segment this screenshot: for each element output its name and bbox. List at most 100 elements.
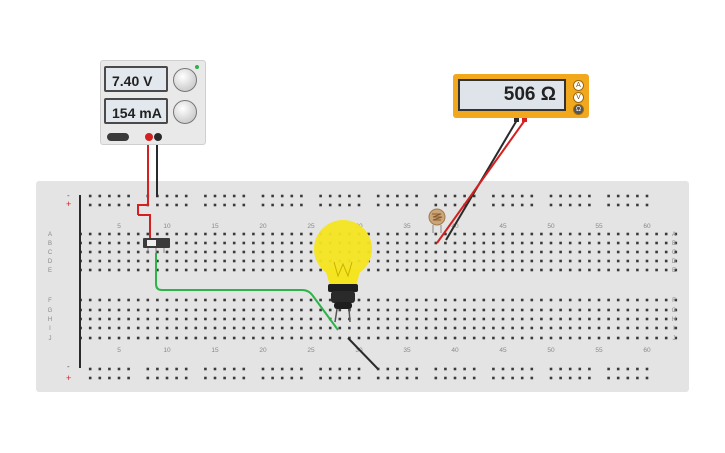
breadboard-hole[interactable] [117,241,121,245]
signal-wire[interactable] [155,253,339,331]
breadboard-hole[interactable] [127,367,130,371]
breadboard-hole[interactable] [348,376,351,380]
breadboard-hole[interactable] [568,232,572,236]
breadboard-hole[interactable] [559,367,562,371]
breadboard-hole[interactable] [511,336,514,340]
breadboard-hole[interactable] [117,367,121,371]
breadboard-hole[interactable] [98,203,102,207]
breadboard-hole[interactable] [492,268,495,272]
breadboard-hole[interactable] [309,232,313,236]
breadboard-hole[interactable] [117,250,121,254]
breadboard-hole[interactable] [136,259,140,263]
breadboard-hole[interactable] [319,336,322,340]
breadboard-hole[interactable] [463,250,466,254]
breadboard-hole[interactable] [501,203,505,207]
breadboard-hole[interactable] [578,308,582,312]
breadboard-hole[interactable] [127,326,130,330]
negative-terminal[interactable] [154,133,162,141]
breadboard-hole[interactable] [549,194,553,198]
breadboard-hole[interactable] [184,376,188,380]
breadboard-hole[interactable] [588,241,591,245]
breadboard-hole[interactable] [367,298,370,302]
breadboard-hole[interactable] [338,194,342,198]
mode-ampere-button[interactable]: A [573,80,584,91]
breadboard-hole[interactable] [290,268,294,272]
breadboard-hole[interactable] [146,317,150,321]
breadboard-hole[interactable] [261,308,265,312]
breadboard-hole[interactable] [540,308,543,312]
breadboard-hole[interactable] [204,268,207,272]
breadboard-hole[interactable] [453,376,457,380]
breadboard-hole[interactable] [98,308,102,312]
breadboard-hole[interactable] [204,203,207,207]
breadboard-hole[interactable] [108,194,111,198]
breadboard-hole[interactable] [511,317,514,321]
breadboard-hole[interactable] [242,298,246,302]
breadboard-hole[interactable] [559,194,562,198]
breadboard-hole[interactable] [482,308,486,312]
breadboard-hole[interactable] [607,268,610,272]
breadboard-hole[interactable] [520,367,524,371]
breadboard-hole[interactable] [271,203,274,207]
breadboard-hole[interactable] [472,259,476,263]
breadboard-hole[interactable] [108,336,111,340]
breadboard-hole[interactable] [242,232,246,236]
breadboard-hole[interactable] [232,232,236,236]
breadboard-hole[interactable] [300,194,303,198]
breadboard-hole[interactable] [280,259,284,263]
breadboard-hole[interactable] [280,268,284,272]
breadboard-hole[interactable] [415,241,418,245]
breadboard-hole[interactable] [88,308,92,312]
breadboard-hole[interactable] [616,298,620,302]
breadboard-hole[interactable] [616,367,620,371]
breadboard-hole[interactable] [645,194,649,198]
breadboard-hole[interactable] [568,250,572,254]
breadboard-hole[interactable] [156,259,159,263]
breadboard-hole[interactable] [501,376,505,380]
breadboard-hole[interactable] [568,268,572,272]
breadboard-hole[interactable] [520,259,524,263]
breadboard-hole[interactable] [636,376,639,380]
breadboard-hole[interactable] [540,326,543,330]
breadboard-hole[interactable] [616,268,620,272]
breadboard-hole[interactable] [232,326,236,330]
breadboard-hole[interactable] [549,298,553,302]
breadboard-hole[interactable] [271,298,274,302]
breadboard-hole[interactable] [645,308,649,312]
breadboard-hole[interactable] [444,298,447,302]
breadboard-hole[interactable] [549,203,553,207]
breadboard-hole[interactable] [290,203,294,207]
breadboard-hole[interactable] [501,250,505,254]
breadboard-hole[interactable] [108,232,111,236]
breadboard-hole[interactable] [636,336,639,340]
breadboard-hole[interactable] [184,259,188,263]
breadboard-hole[interactable] [520,326,524,330]
breadboard-hole[interactable] [501,298,505,302]
breadboard-hole[interactable] [444,250,447,254]
breadboard-hole[interactable] [405,250,409,254]
breadboard-hole[interactable] [597,298,601,302]
breadboard-hole[interactable] [501,241,505,245]
breadboard-hole[interactable] [511,250,514,254]
breadboard-hole[interactable] [530,298,534,302]
mode-volt-button[interactable]: V [573,92,584,103]
breadboard-hole[interactable] [223,203,226,207]
breadboard-hole[interactable] [376,326,380,330]
breadboard-hole[interactable] [616,250,620,254]
light-bulb[interactable] [314,220,372,323]
breadboard-hole[interactable] [213,336,217,340]
breadboard-hole[interactable] [453,194,457,198]
breadboard-hole[interactable] [136,326,140,330]
breadboard-hole[interactable] [655,298,658,302]
breadboard-hole[interactable] [146,268,150,272]
breadboard-hole[interactable] [252,259,255,263]
breadboard-hole[interactable] [626,241,630,245]
breadboard-hole[interactable] [88,317,92,321]
breadboard-hole[interactable] [549,268,553,272]
breadboard-hole[interactable] [252,317,255,321]
breadboard-hole[interactable] [98,298,102,302]
breadboard-hole[interactable] [242,308,246,312]
breadboard-hole[interactable] [396,326,399,330]
breadboard-hole[interactable] [213,194,217,198]
